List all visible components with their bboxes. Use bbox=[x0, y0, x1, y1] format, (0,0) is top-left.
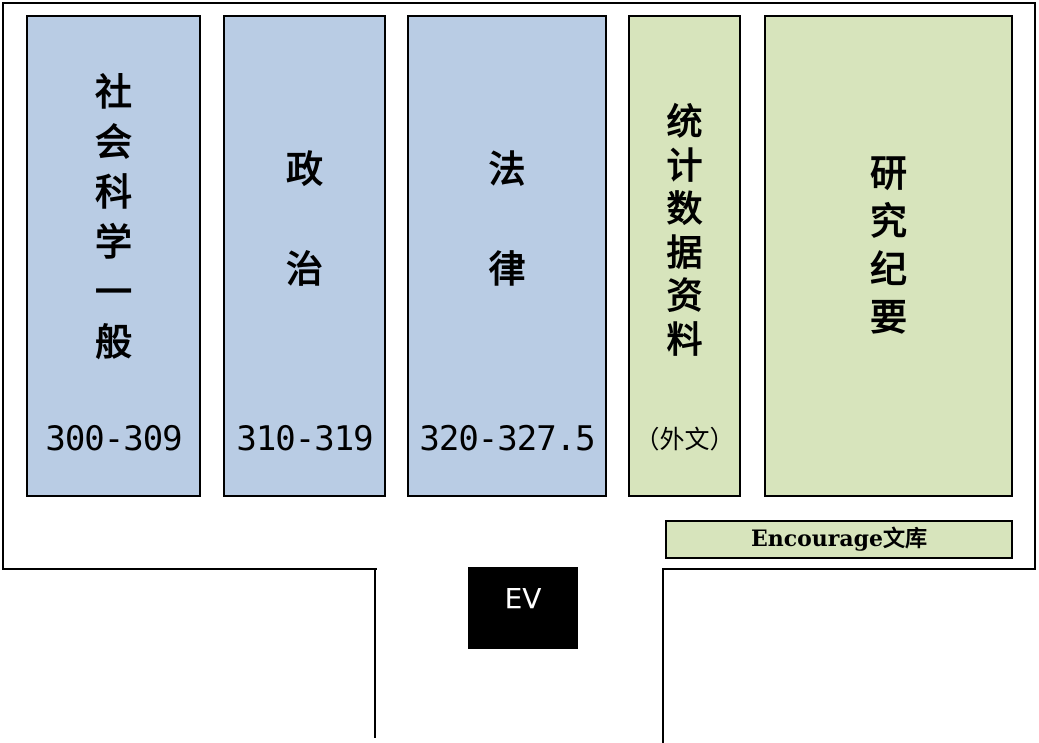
wall-bottom-left bbox=[2, 568, 377, 570]
shelf-politics[interactable]: 政 治 310-319 bbox=[223, 15, 386, 497]
elevator[interactable]: EV bbox=[468, 567, 578, 649]
shelf-label: 研 究 纪 要 bbox=[870, 152, 907, 339]
shelf-social-science-general[interactable]: 社 会 科 学 一 般 300-309 bbox=[26, 15, 201, 497]
shelf-encourage-library[interactable]: Encourage文库 bbox=[665, 520, 1013, 559]
wall-right bbox=[1034, 2, 1036, 570]
wall-left bbox=[2, 2, 4, 570]
shelf-law[interactable]: 法 律 320-327.5 bbox=[407, 15, 607, 497]
shelf-call-number-range: 310-319 bbox=[236, 419, 373, 459]
wall-top bbox=[2, 2, 1036, 4]
shelf-call-number-range: 300-309 bbox=[45, 419, 182, 459]
wall-bottom-right bbox=[662, 568, 1036, 570]
shelf-note: （外文） bbox=[634, 425, 735, 454]
shelf-call-number-range: 320-327.5 bbox=[419, 419, 595, 459]
corridor-wall-left bbox=[374, 568, 376, 738]
shelf-statistical-data[interactable]: 统 计 数 据 资 料 （外文） bbox=[628, 15, 741, 497]
elevator-label: EV bbox=[504, 582, 542, 615]
corridor-wall-right bbox=[662, 568, 664, 743]
shelf-label: 统 计 数 据 资 料 bbox=[666, 102, 703, 361]
shelf-research-bulletins[interactable]: 研 究 纪 要 bbox=[764, 15, 1013, 497]
shelf-label: 法 律 bbox=[488, 148, 526, 291]
shelf-label: 政 治 bbox=[286, 148, 323, 291]
shelf-label: 社 会 科 学 一 般 bbox=[95, 71, 132, 364]
